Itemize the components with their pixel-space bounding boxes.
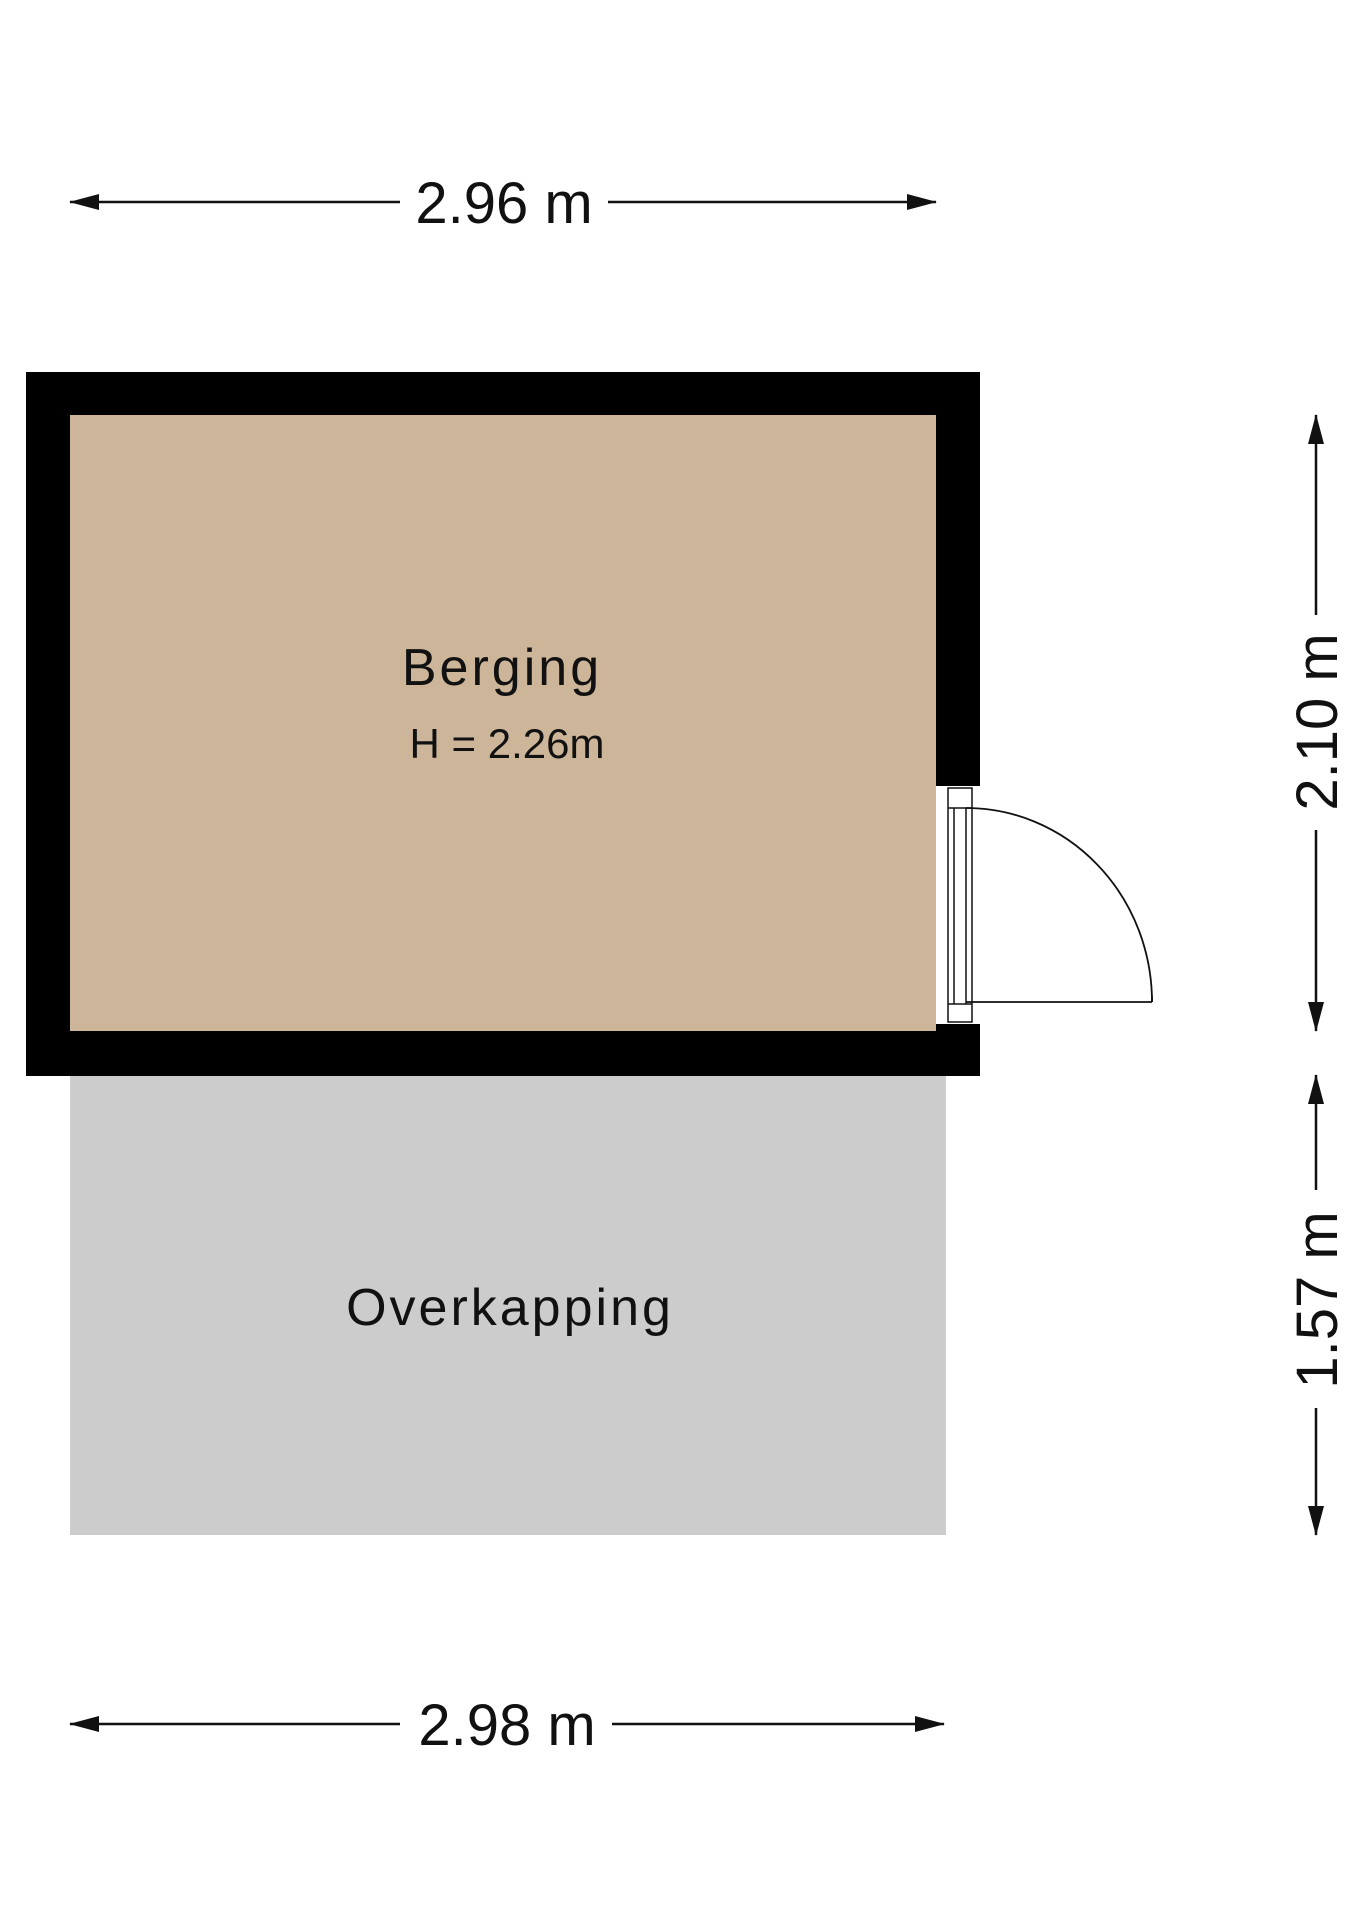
overkapping-floor xyxy=(70,1068,946,1535)
bottom-dimension-label: 2.98 m xyxy=(418,1693,595,1758)
overkapping-label: Overkapping xyxy=(346,1279,674,1337)
door-swing xyxy=(965,807,1153,1003)
right-upper-dimension-label: 2.10 m xyxy=(1285,633,1350,810)
right-lower-dimension-label: 1.57 m xyxy=(1285,1211,1350,1388)
right-lower-dimension: 1.57 m xyxy=(1285,1074,1350,1536)
right-upper-dimension: 2.10 m xyxy=(1285,414,1350,1032)
top-dimension-label: 2.96 m xyxy=(415,171,592,236)
top-dimension: 2.96 m xyxy=(69,171,937,236)
berging-height-label: H = 2.26m xyxy=(410,720,605,767)
berging-floor xyxy=(70,415,936,1031)
berging-label: Berging xyxy=(402,639,602,697)
bottom-dimension: 2.98 m xyxy=(69,1693,945,1758)
door-frame xyxy=(947,787,973,1023)
